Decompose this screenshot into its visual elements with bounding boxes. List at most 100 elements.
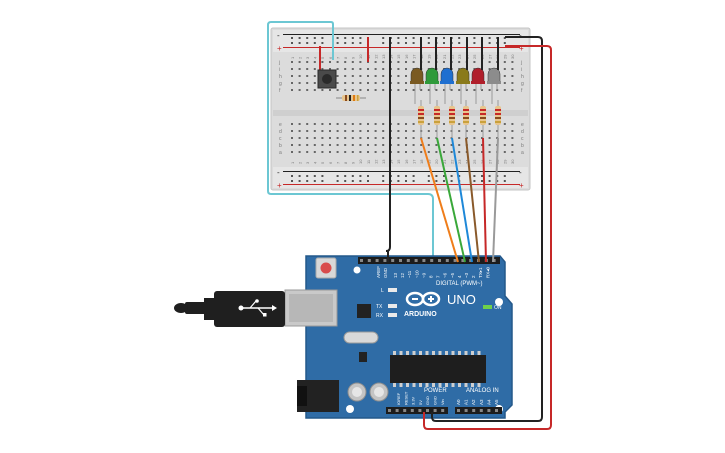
breadboard-hole — [298, 82, 301, 84]
row-label: e — [521, 122, 524, 128]
breadboard-hole — [382, 61, 385, 63]
column-number: 11 — [366, 159, 371, 164]
breadboard-hole — [336, 151, 339, 153]
rail-hole — [298, 42, 301, 44]
column-number: 27 — [487, 54, 492, 59]
wire-orange-pin7[interactable] — [420, 137, 459, 263]
pull-down-resistor — [336, 95, 366, 101]
breadboard-hole — [351, 82, 354, 84]
header-pin[interactable] — [445, 259, 449, 262]
rail-hole — [397, 42, 400, 44]
model-label: UNO — [447, 292, 476, 307]
breadboard-hole — [351, 61, 354, 63]
reset-button-cap[interactable] — [320, 262, 332, 274]
header-pin[interactable] — [367, 259, 371, 262]
header-pin[interactable] — [403, 409, 407, 412]
wire-blue-pin5[interactable] — [451, 137, 473, 263]
header-pin[interactable] — [472, 409, 476, 412]
breadboard-hole — [382, 75, 385, 77]
header-pin[interactable] — [453, 259, 457, 262]
rail-hole — [397, 180, 400, 182]
led-rim — [425, 81, 439, 84]
wire-gray-pin2[interactable] — [492, 137, 499, 263]
row-label: i — [521, 67, 522, 73]
header-pin[interactable] — [464, 409, 468, 412]
chip-leg — [419, 383, 422, 387]
header-pin[interactable] — [461, 259, 465, 262]
header-pin[interactable] — [426, 409, 429, 412]
header-pin[interactable] — [395, 409, 399, 412]
wire-cyan[interactable] — [267, 21, 434, 262]
digital-pin-label: 8 — [429, 275, 434, 278]
header-pin[interactable] — [487, 409, 491, 412]
header-pin[interactable] — [375, 259, 379, 262]
rail-hole — [382, 42, 385, 44]
breadboard-hole — [313, 82, 316, 84]
header-pin[interactable] — [441, 409, 445, 412]
breadboard-hole — [473, 123, 476, 125]
chip-leg — [406, 351, 409, 355]
header-pin[interactable] — [410, 409, 414, 412]
breadboard-hole — [321, 137, 324, 139]
header-pin[interactable] — [469, 259, 473, 262]
rail-hole — [427, 37, 430, 39]
breadboard-hole — [336, 130, 339, 132]
header-pin[interactable] — [495, 409, 498, 412]
breadboard-hole — [367, 75, 369, 77]
header-pin[interactable] — [383, 259, 387, 262]
column-number: 25 — [472, 54, 477, 59]
chip-leg — [432, 351, 435, 355]
wire-green-pin6[interactable] — [436, 137, 466, 263]
header-pin[interactable] — [438, 259, 441, 262]
header-pin[interactable] — [418, 409, 422, 412]
breadboard-hole — [298, 130, 301, 132]
rail-hole — [321, 42, 324, 44]
breadboard-hole — [405, 130, 407, 132]
breadboard-hole — [374, 151, 377, 153]
wire-brown-pin4[interactable] — [465, 137, 480, 263]
header-pin[interactable] — [406, 259, 410, 262]
rail-hole — [427, 180, 430, 182]
rail-hole — [351, 180, 354, 182]
usb-cable[interactable] — [174, 291, 285, 327]
header-pin[interactable] — [414, 259, 418, 262]
wire-black-rail-to-gnd[interactable] — [431, 36, 543, 422]
header-pin[interactable] — [360, 259, 363, 262]
rail-hole — [450, 175, 453, 177]
row-label: c — [521, 136, 524, 142]
wire-black-gnd-to-board[interactable] — [385, 37, 391, 262]
bottom-power-rail — [273, 167, 528, 188]
header-pin[interactable] — [430, 259, 434, 262]
mounting-hole — [346, 405, 354, 413]
header-pin[interactable] — [479, 409, 483, 412]
header-pin[interactable] — [492, 259, 496, 262]
breadboard-hole — [329, 144, 331, 146]
led-red — [471, 67, 485, 83]
header-pin[interactable] — [422, 259, 426, 262]
power-pin-label: RESET — [403, 391, 408, 405]
breadboard-hole — [473, 144, 476, 146]
rail-hole — [458, 37, 461, 39]
header-pin[interactable] — [457, 409, 460, 412]
rail-plus-top: + — [277, 44, 282, 53]
header-pin[interactable] — [399, 259, 402, 262]
breadboard-hole — [488, 144, 491, 146]
rail-hole — [397, 37, 400, 39]
breadboard-hole — [397, 61, 400, 63]
row-label: f — [279, 88, 281, 94]
breadboard-hole — [503, 151, 506, 153]
column-number: 21 — [442, 54, 447, 59]
wire-red-pin3[interactable] — [482, 137, 487, 263]
wire-red-rail-to-5v[interactable] — [423, 45, 552, 430]
header-pin[interactable] — [433, 409, 437, 412]
pushbutton[interactable] — [317, 69, 337, 89]
breadboard-hole — [465, 89, 468, 91]
breadboard-hole — [458, 68, 461, 70]
breadboard-hole — [298, 75, 301, 77]
breadboard-hole — [351, 130, 354, 132]
breadboard-hole — [397, 82, 400, 84]
led-ground-wires — [420, 37, 499, 70]
header-pin[interactable] — [391, 259, 395, 262]
header-pin[interactable] — [388, 409, 391, 412]
